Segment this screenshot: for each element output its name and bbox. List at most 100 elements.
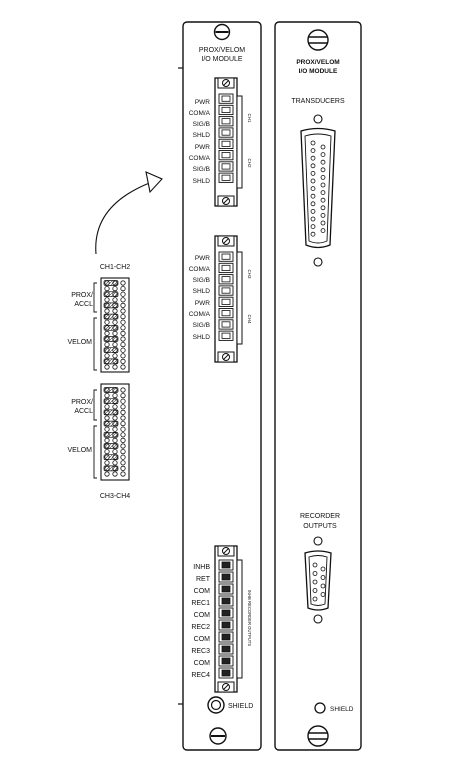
jumper-upper-label-accl: ACCL <box>74 301 93 308</box>
connector-pin <box>320 144 326 150</box>
tb1-label: SHLD <box>193 132 211 139</box>
terminal-screw <box>221 645 231 653</box>
terminal-block-1-labels: PWR COM/A SIG/B SHLD PWR COM/A SIG/B SHL… <box>189 99 252 185</box>
jumper-pin <box>112 415 118 421</box>
side-module-title-line2: I/O MODULE <box>201 56 243 63</box>
front-shield-label: SHIELD <box>330 706 354 713</box>
jumper-pin <box>120 409 126 415</box>
tb2-channel-tag: CH4 <box>247 314 252 323</box>
jumper-pin <box>104 437 110 443</box>
connector-pin <box>320 182 326 188</box>
terminal-screw <box>221 310 231 317</box>
jumper-pin <box>120 358 126 364</box>
jumper-pin <box>120 302 126 308</box>
recorder-outputs-connector-icon <box>304 536 332 624</box>
tb1-label: COM/A <box>189 110 211 117</box>
jumper-pin <box>120 336 126 342</box>
jumper-pin <box>120 325 126 331</box>
tb1-label: SIG/B <box>193 121 210 128</box>
transducers-connector-icon <box>300 114 336 267</box>
jumper-bottom-caption: CH3-CH4 <box>100 493 130 500</box>
terminal-block-2-labels: PWR COM/A SIG/B SHLD PWR COM/A SIG/B SHL… <box>189 255 252 341</box>
jumper-pin <box>120 437 126 443</box>
jumper-upper-label-velom: VELOM <box>67 339 92 346</box>
tb3-vertical-tag: INHB RECORDER OUTPUTS <box>247 590 252 647</box>
terminal-screw <box>221 597 231 605</box>
connector-pin <box>320 212 326 218</box>
jumper-pin <box>120 392 126 399</box>
jumper-lower-label-velom: VELOM <box>67 447 92 454</box>
jumper-pin <box>120 364 126 370</box>
terminal-block-2 <box>214 235 243 363</box>
jumper-shunt <box>103 431 119 438</box>
connector-pin <box>320 205 326 211</box>
jumper-pin <box>112 426 118 432</box>
jumper-lower-label-prox: PROX/ <box>71 399 93 406</box>
jumper-shunt <box>103 409 119 416</box>
connector-pin <box>310 140 316 146</box>
connector-pin <box>312 571 318 576</box>
connector-pin <box>320 167 326 173</box>
connector-pin <box>310 178 316 184</box>
terminal-screw <box>221 276 231 283</box>
connector-pin <box>320 566 326 572</box>
connector-pin <box>320 190 326 196</box>
front-module-title-line1: PROX/VELOM <box>296 59 339 66</box>
connector-pin <box>310 186 316 192</box>
terminal-screw <box>221 298 231 305</box>
jumper-shunt <box>103 313 119 320</box>
jumper-pin <box>104 460 110 466</box>
terminal-screw <box>221 621 231 629</box>
detail-arrow-icon <box>95 171 163 255</box>
side-shield-label: SHIELD <box>228 703 253 710</box>
tb2-label: SHLD <box>193 334 211 341</box>
connector-pin <box>312 596 318 602</box>
tb3-label: REC2 <box>191 624 210 631</box>
jumper-pin <box>120 415 126 421</box>
jumper-pin <box>120 460 126 466</box>
jumper-upper-label-prox: PROX/ <box>71 292 93 299</box>
jumper-pin <box>120 420 126 427</box>
tb1-channel-tag: CH2 <box>247 158 252 167</box>
front-shield-terminal-icon <box>314 702 326 714</box>
jumper-pin <box>120 341 126 348</box>
tb2-label: SIG/B <box>193 277 210 284</box>
terminal-screw <box>221 140 231 147</box>
jumper-pin <box>120 398 126 404</box>
connector-pin <box>320 583 326 589</box>
tb3-label: REC4 <box>191 672 210 679</box>
tb3-label: COM <box>194 588 211 595</box>
jumper-shunt <box>103 324 119 331</box>
jumper-pin <box>120 454 126 460</box>
terminal-screw <box>221 561 231 569</box>
tb3-label: INHB <box>193 564 210 571</box>
jumper-pin <box>112 448 118 455</box>
terminal-screw <box>221 152 231 159</box>
recorder-label-line2: OUTPUTS <box>303 523 337 530</box>
tb2-label: COM/A <box>189 266 211 273</box>
connector-pin <box>310 216 316 222</box>
jumper-pin <box>112 308 118 314</box>
tb3-label: REC3 <box>191 648 210 655</box>
tb2-label: COM/A <box>189 311 211 318</box>
jumper-pin <box>120 443 126 449</box>
tb3-label: REC1 <box>191 600 210 607</box>
terminal-screw <box>221 253 231 260</box>
tb1-label: SHLD <box>193 178 211 185</box>
terminal-screw <box>221 669 231 677</box>
jumper-shunt <box>103 398 119 405</box>
terminal-screw <box>221 95 231 102</box>
jumper-pin <box>112 330 118 336</box>
jumper-pin <box>112 437 118 443</box>
transducers-label: TRANSDUCERS <box>291 98 345 105</box>
terminal-screw <box>221 585 231 593</box>
terminal-screw <box>221 106 231 114</box>
jumper-pin <box>112 341 118 348</box>
jumper-pin <box>104 353 110 359</box>
jumper-shunt <box>103 358 119 365</box>
jumper-shunt <box>103 280 119 286</box>
tb1-label: SIG/B <box>193 166 210 173</box>
jumper-pin <box>104 448 110 455</box>
connector-pin <box>320 152 326 158</box>
